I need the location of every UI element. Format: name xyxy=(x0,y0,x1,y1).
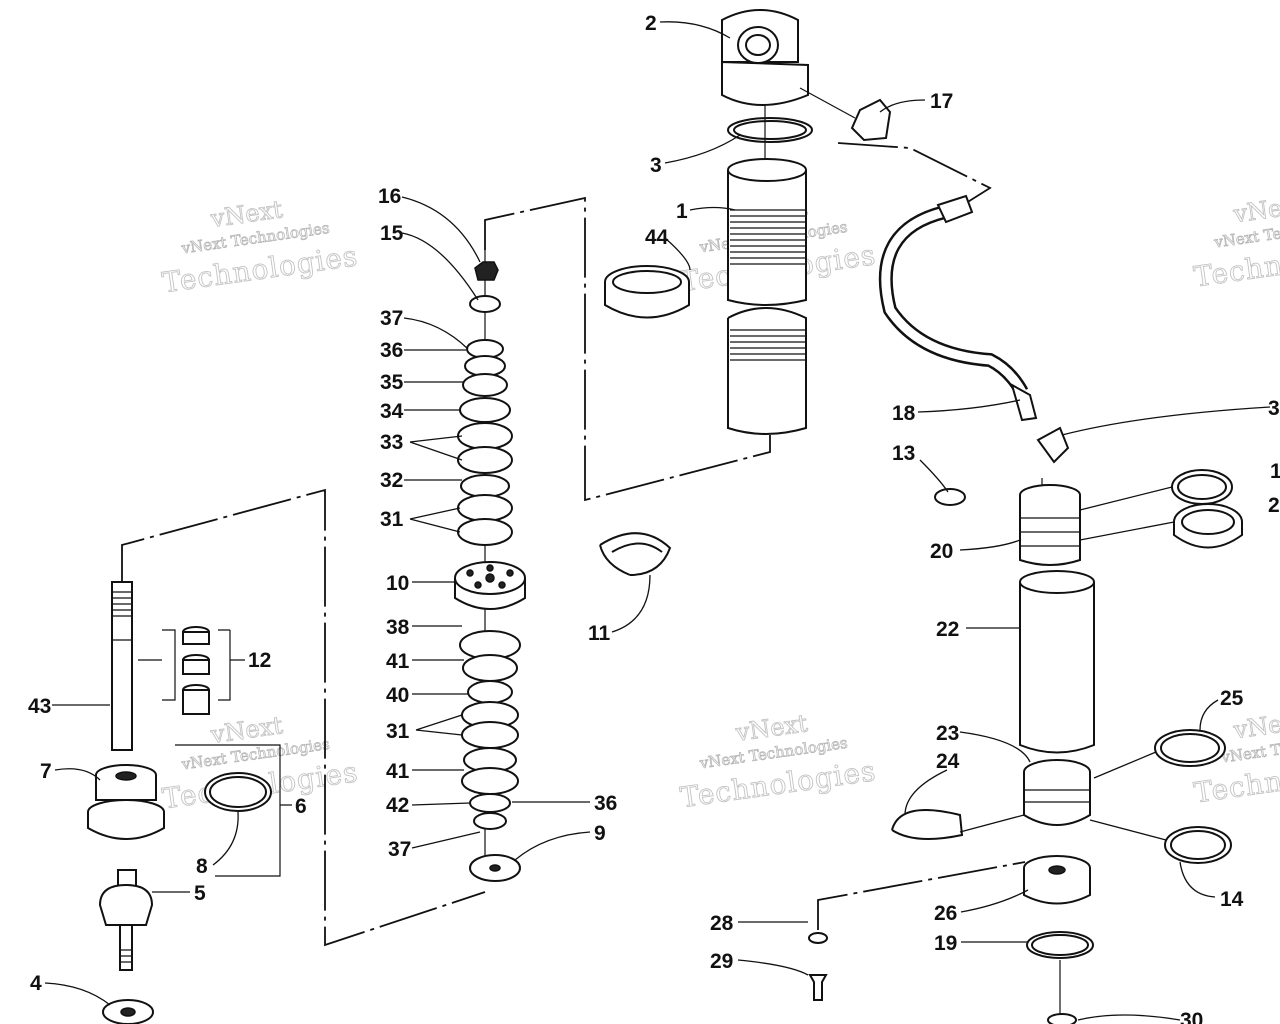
piston xyxy=(454,561,526,610)
reservoir-hose xyxy=(850,98,1070,464)
callout-5: 5 xyxy=(194,882,206,905)
leader-lines xyxy=(44,21,1271,1021)
assembly-lines xyxy=(121,142,1043,947)
callout-9: 9 xyxy=(594,822,606,845)
callout-13: 13 xyxy=(892,442,915,465)
callout-37: 37 xyxy=(388,838,411,861)
callout-3-right: 3 xyxy=(1268,397,1280,420)
callout-38: 38 xyxy=(386,616,410,639)
callout-26: 26 xyxy=(934,902,957,925)
callout-23: 23 xyxy=(936,722,959,745)
callout-22: 22 xyxy=(936,618,959,641)
piston-rod xyxy=(111,581,133,751)
callouts: 2 3 1 44 17 16 15 37 36 35 34 33 32 31 1… xyxy=(28,12,1280,1024)
callout-3: 3 xyxy=(650,154,662,177)
callout-44: 44 xyxy=(645,226,669,249)
callout-10: 10 xyxy=(386,572,409,595)
reservoir-assembly xyxy=(808,469,1243,1024)
callout-28: 28 xyxy=(710,912,734,935)
callout-34: 34 xyxy=(380,400,404,423)
callout-24: 24 xyxy=(936,750,960,773)
callout-30: 30 xyxy=(1180,1009,1203,1024)
callout-8: 8 xyxy=(196,855,208,878)
nut xyxy=(474,261,499,281)
callout-41: 41 xyxy=(386,760,410,783)
callout-20: 20 xyxy=(930,540,953,563)
callout-41: 41 xyxy=(386,650,410,673)
callout-11: 11 xyxy=(588,622,611,645)
watermark-brand: vNext xyxy=(1231,707,1280,745)
callout-31: 31 xyxy=(380,508,404,531)
shaft-assembly xyxy=(87,581,292,1024)
callout-2-right: 2 xyxy=(1268,494,1280,517)
washer xyxy=(469,295,501,313)
callout-2: 2 xyxy=(645,12,657,35)
callout-32: 32 xyxy=(380,469,403,492)
callout-18: 18 xyxy=(892,402,916,425)
callout-15: 15 xyxy=(380,222,404,245)
watermark-brand: vNext xyxy=(1231,191,1280,229)
valve-stack xyxy=(454,250,672,882)
callout-14: 14 xyxy=(1220,888,1244,911)
callout-1-right: 1 xyxy=(1270,460,1280,483)
callout-36: 36 xyxy=(594,792,617,815)
callout-35: 35 xyxy=(380,371,404,394)
callout-37: 37 xyxy=(380,307,403,330)
callout-43: 43 xyxy=(28,695,51,718)
callout-31: 31 xyxy=(386,720,410,743)
callout-42: 42 xyxy=(386,794,409,817)
shock-body xyxy=(604,9,856,435)
callout-33: 33 xyxy=(380,431,403,454)
bottom-mount xyxy=(98,869,154,1024)
callout-40: 40 xyxy=(386,684,409,707)
bushing-set xyxy=(182,626,210,715)
callout-29: 29 xyxy=(710,950,733,973)
callout-19: 19 xyxy=(934,932,957,955)
callout-6: 6 xyxy=(295,795,307,818)
watermarks: vNext vNext Technologies Technologies vN… xyxy=(160,190,1280,816)
callout-16: 16 xyxy=(378,185,401,208)
callout-7: 7 xyxy=(40,760,52,783)
callout-25: 25 xyxy=(1220,687,1244,710)
seal-head xyxy=(87,764,165,840)
callout-17: 17 xyxy=(930,90,953,113)
callout-36: 36 xyxy=(380,339,403,362)
callout-1: 1 xyxy=(676,200,688,223)
callout-12: 12 xyxy=(248,649,271,672)
piston-ring xyxy=(599,532,672,576)
callout-4: 4 xyxy=(30,972,42,995)
